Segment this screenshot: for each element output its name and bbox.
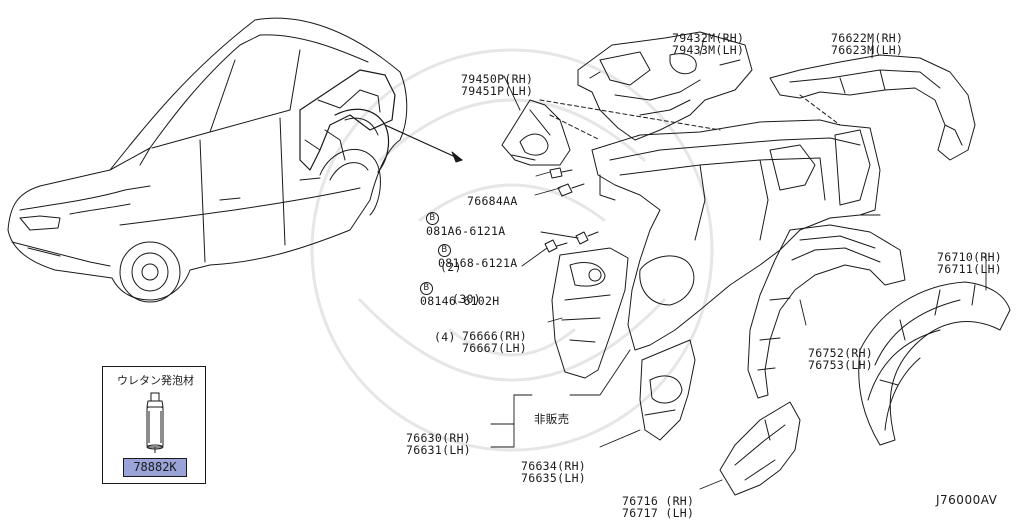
part-79432m-panel <box>577 31 753 141</box>
watermark-emblem <box>310 48 714 452</box>
foam-can-icon <box>146 392 164 453</box>
part-76666-plate <box>551 247 629 379</box>
label-79432m: 79432M(RH)79433M(LH) <box>672 31 745 57</box>
urethane-foam-inset: ウレタン発泡材 78882K <box>102 366 206 484</box>
label-79450p: 79450P(RH)79451P(LH) <box>461 72 534 98</box>
inset-title: ウレタン発泡材 <box>117 374 194 387</box>
part-79450p-bracket <box>501 99 571 166</box>
label-76710: 76710(RH)76711(LH) <box>937 250 1003 276</box>
bolt-group <box>544 167 599 253</box>
label-76752: 76752(RH)76753(LH) <box>808 346 874 372</box>
label-not-for-sale: 非販売 <box>534 412 570 426</box>
label-76716: 76716 (RH)76717 (LH) <box>622 494 695 520</box>
label-76622m: 76622M(RH)76623M(LH) <box>831 31 904 57</box>
bolt-marker-icon: B <box>420 282 433 295</box>
label-76666: 76666(RH)76667(LH) <box>462 329 528 355</box>
bolt-marker-icon: B <box>426 212 439 225</box>
part-76752-wheelhouse <box>747 224 906 399</box>
part-76716-extension <box>719 401 801 496</box>
bolt-marker-icon: B <box>438 244 451 257</box>
pointer-arrow <box>384 124 463 163</box>
part-78882k-highlight[interactable]: 78882K <box>123 458 187 477</box>
label-76630: 76630(RH)76631(LH) <box>406 431 472 457</box>
part-76634-plate <box>639 339 696 441</box>
drawing-id: J76000AV <box>936 493 998 507</box>
part-76622m-member <box>769 54 976 161</box>
part-76710-arch <box>858 281 1011 446</box>
label-76634: 76634(RH)76635(LH) <box>521 459 587 485</box>
part-main-structure <box>591 119 881 351</box>
parts-diagram <box>7 17 1011 496</box>
label-76684aa: 76684AA <box>467 194 518 208</box>
car-illustration <box>7 17 408 303</box>
dashed-indicator-lines <box>539 94 841 141</box>
leader-lines <box>490 35 987 490</box>
